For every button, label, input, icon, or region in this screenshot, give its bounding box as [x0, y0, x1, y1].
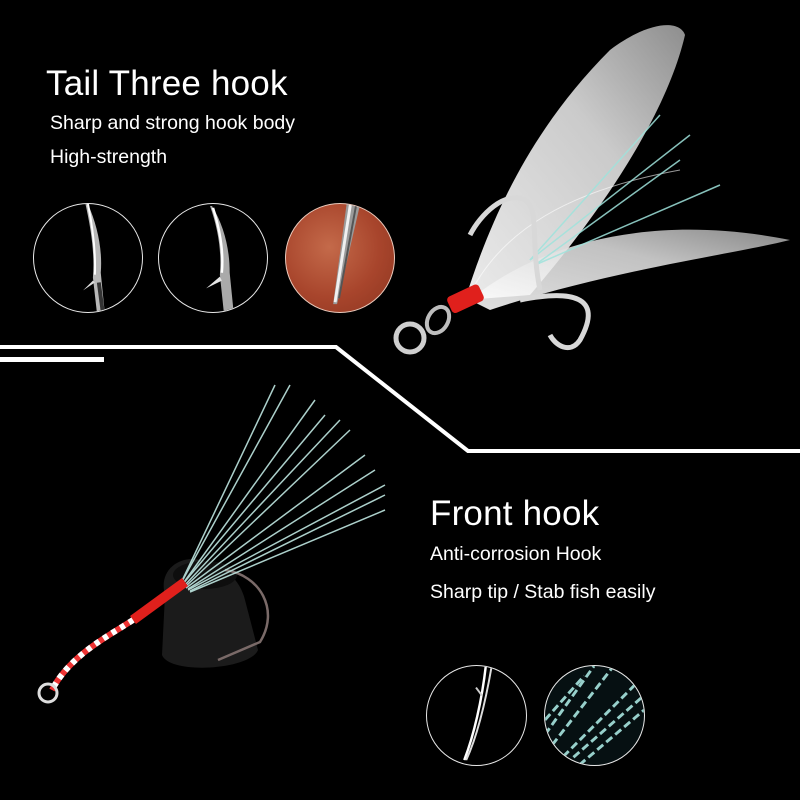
- tail-hook-title: Tail Three hook: [46, 64, 288, 103]
- treble-hook-feather-image: [393, 25, 790, 355]
- front-hook-title: Front hook: [430, 494, 600, 533]
- tail-feature-2: High-strength: [50, 146, 168, 168]
- front-feature-1: Anti-corrosion Hook: [430, 543, 602, 565]
- hook-point-closeup-image: [158, 203, 268, 313]
- hook-tip-closeup-image: [426, 665, 527, 766]
- hook-barb-closeup-image: [33, 203, 143, 313]
- holographic-flash-closeup-image: [544, 665, 645, 766]
- hook-piercing-skin-image: [285, 203, 395, 313]
- front-feature-2: Sharp tip / Stab fish easily: [430, 581, 656, 603]
- assist-hook-flash-image: [37, 384, 386, 704]
- tail-feature-1: Sharp and strong hook body: [50, 112, 296, 134]
